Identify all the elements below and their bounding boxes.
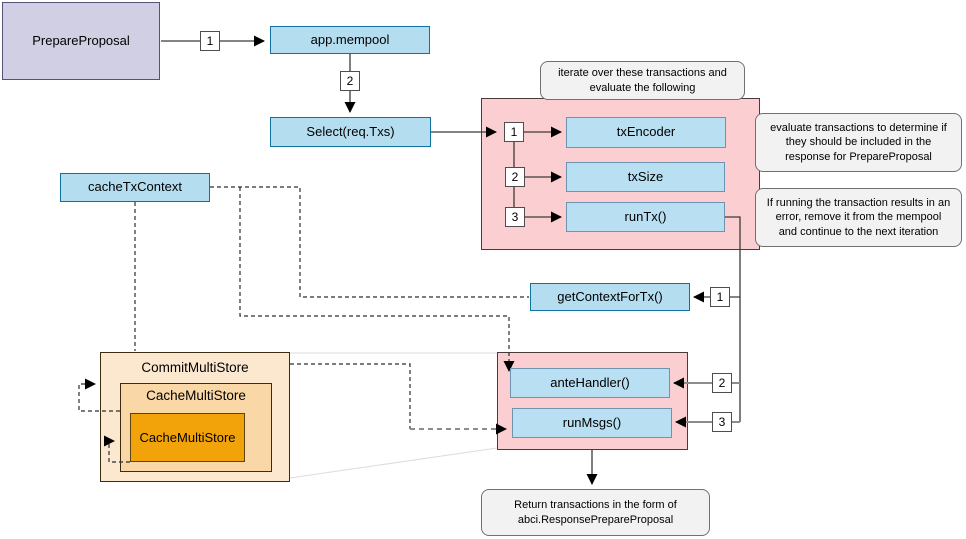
note-iterate: iterate over these transactions and eval… (540, 61, 745, 100)
cache-multi-store-inner-label: CacheMultiStore (139, 430, 236, 445)
node-app-mempool: app.mempool (270, 26, 430, 54)
badge-step-3-runtx: 3 (505, 207, 525, 227)
badge-step-2-txsize: 2 (505, 167, 525, 187)
commit-multi-store-label: CommitMultiStore (141, 360, 249, 375)
badge-step-1-getcontext: 1 (710, 287, 730, 307)
note-evaluate: evaluate transactions to determine if th… (755, 113, 962, 172)
badge-step-2-antehandler: 2 (712, 373, 732, 393)
node-ante-handler: anteHandler() (510, 368, 670, 398)
cache-multi-store-label: CacheMultiStore (146, 388, 246, 403)
node-run-msgs: runMsgs() (512, 408, 672, 438)
badge-step-2-select: 2 (340, 71, 360, 91)
node-get-context-for-tx: getContextForTx() (530, 283, 690, 311)
store-cache-multi-store-inner: CacheMultiStore (130, 413, 245, 462)
node-run-tx: runTx() (566, 202, 725, 232)
badge-step-1-txencoder: 1 (504, 122, 524, 142)
node-select-txs: Select(req.Txs) (270, 117, 431, 147)
note-return: Return transactions in the form of abci.… (481, 489, 710, 536)
node-tx-size: txSize (566, 162, 725, 192)
badge-step-3-runmsgs: 3 (712, 412, 732, 432)
node-tx-encoder: txEncoder (566, 117, 726, 148)
node-cache-tx-context: cacheTxContext (60, 173, 210, 202)
node-prepare-proposal: PrepareProposal (2, 2, 160, 80)
badge-step-1-mempool: 1 (200, 31, 220, 51)
note-on-error: If running the transaction results in an… (755, 188, 962, 247)
